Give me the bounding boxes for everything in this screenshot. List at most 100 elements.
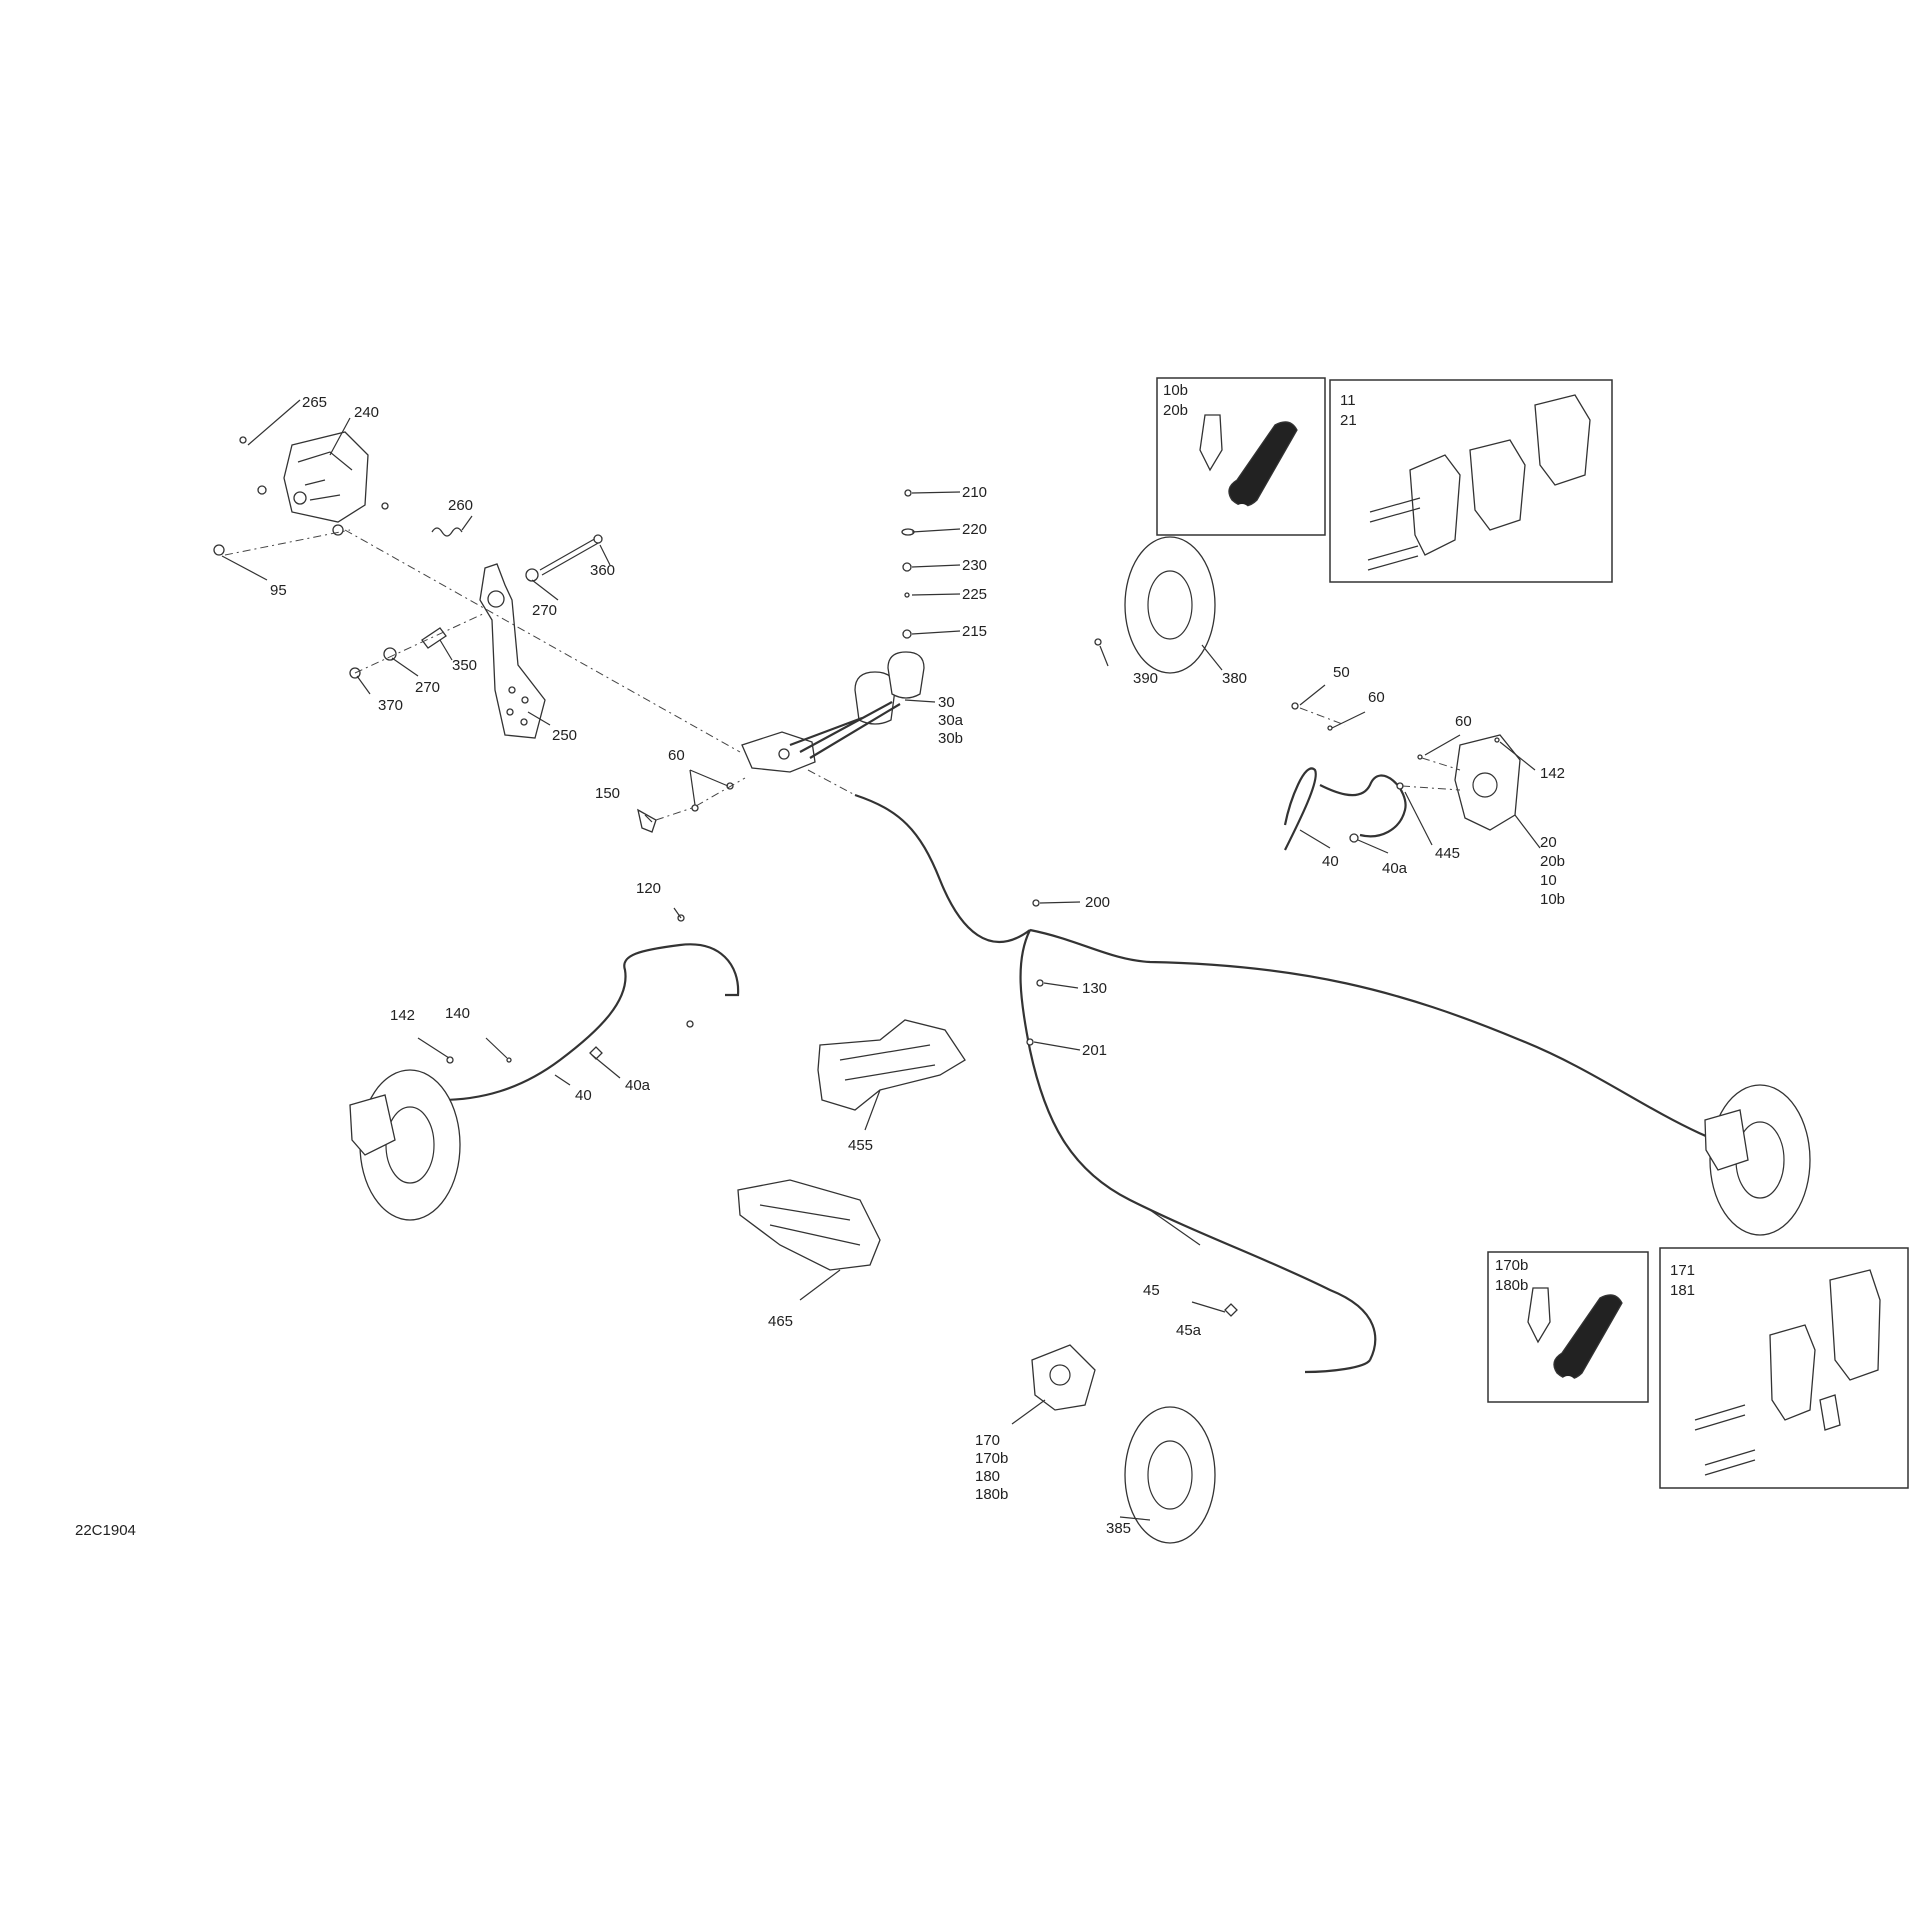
diagram-code: 22C1904 xyxy=(75,1522,136,1539)
inset-label: 170b xyxy=(1495,1257,1528,1274)
inset-pads-rear: 171 181 xyxy=(1659,1247,1909,1489)
brake-discs xyxy=(349,536,1811,1544)
callout-60: 60 xyxy=(668,747,685,764)
callout-180: 180 xyxy=(975,1468,1000,1485)
brake-pad-icon xyxy=(1534,394,1591,486)
fitting-150 xyxy=(637,808,657,833)
callout-210: 210 xyxy=(962,484,987,501)
callout-250: 250 xyxy=(552,727,577,744)
callout-215: 215 xyxy=(962,623,987,640)
brake-line-right-rear xyxy=(1029,928,1781,1162)
callout-225: 225 xyxy=(962,586,987,603)
bushing-350 xyxy=(421,627,447,649)
brake-hose-40-right xyxy=(1283,767,1407,851)
caliper-20 xyxy=(1454,734,1521,831)
inset-label: 10b xyxy=(1163,382,1188,399)
callout-170b: 170b xyxy=(975,1450,1008,1467)
callout-30b: 30b xyxy=(938,730,963,747)
callout-20b: 20b xyxy=(1540,853,1565,870)
callout-10: 10 xyxy=(1540,872,1557,889)
callout-150: 150 xyxy=(595,785,620,802)
inset-bleeder-front: 10b 20b xyxy=(1156,377,1326,536)
brake-line-40-left xyxy=(439,943,740,1102)
callout-360: 360 xyxy=(590,562,615,579)
callout-40: 40 xyxy=(1322,853,1339,870)
inset-label: 171 xyxy=(1670,1262,1695,1279)
callout-385: 385 xyxy=(1106,1520,1131,1537)
callout-50: 50 xyxy=(1333,664,1350,681)
master-cylinder-assembly xyxy=(637,489,925,833)
callout-60: 60 xyxy=(1455,713,1472,730)
leader-lines xyxy=(221,399,1541,1521)
bleeder-screw-icon xyxy=(1527,1287,1551,1344)
pedal-bracket-240 xyxy=(283,431,369,523)
callout-60: 60 xyxy=(1368,689,1385,706)
bleeder-cap-icon xyxy=(1553,1294,1623,1380)
rod-360 xyxy=(539,536,601,576)
callout-142: 142 xyxy=(390,1007,415,1024)
callout-465: 465 xyxy=(768,1313,793,1330)
brake-pad-icon xyxy=(1769,1324,1816,1421)
brake-line-201 xyxy=(1019,929,1377,1361)
callout-45: 45 xyxy=(1143,1282,1160,1299)
caliper-right-rear xyxy=(1704,1109,1749,1171)
callout-95: 95 xyxy=(270,582,287,599)
callout-140: 140 xyxy=(445,1005,470,1022)
callout-170: 170 xyxy=(975,1432,1000,1449)
pin-bolt-icon xyxy=(1694,1404,1756,1476)
pad-shim-icon xyxy=(1409,454,1461,556)
callout-30a: 30a xyxy=(938,712,964,729)
pedal-bracket-assembly xyxy=(213,431,741,753)
callout-130: 130 xyxy=(1082,980,1107,997)
callout-30: 30 xyxy=(938,694,955,711)
callout-20: 20 xyxy=(1540,834,1557,851)
callout-230: 230 xyxy=(962,557,987,574)
guard-455 xyxy=(817,1019,966,1111)
callout-40: 40 xyxy=(575,1087,592,1104)
callout-370: 370 xyxy=(378,697,403,714)
master-cylinder-body xyxy=(741,731,816,773)
guard-465 xyxy=(737,1179,881,1271)
right-front-caliper-assembly xyxy=(1283,702,1521,851)
callout-350: 350 xyxy=(452,657,477,674)
callout-270: 270 xyxy=(532,602,557,619)
callout-10b: 10b xyxy=(1540,891,1565,908)
inset-label: 11 xyxy=(1340,392,1356,409)
inset-label: 180b xyxy=(1495,1277,1528,1294)
inset-pads-front: 11 21 xyxy=(1329,379,1613,583)
callout-445: 445 xyxy=(1435,845,1460,862)
caliper-170 xyxy=(1031,1344,1096,1411)
callout-120: 120 xyxy=(636,880,661,897)
callout-40a: 40a xyxy=(1382,860,1408,877)
bleeder-cap-icon xyxy=(1228,421,1298,507)
brake-pad-icon xyxy=(1469,439,1526,531)
callout-40a: 40a xyxy=(625,1077,651,1094)
callout-390: 390 xyxy=(1133,670,1158,687)
callout-180b: 180b xyxy=(975,1486,1008,1503)
callout-240: 240 xyxy=(354,404,379,421)
main-brake-line xyxy=(854,793,1031,943)
callout-455: 455 xyxy=(848,1137,873,1154)
callout-142: 142 xyxy=(1540,765,1565,782)
callout-260: 260 xyxy=(448,497,473,514)
callout-45a: 45a xyxy=(1176,1322,1202,1339)
callout-200: 200 xyxy=(1085,894,1110,911)
callout-220: 220 xyxy=(962,521,987,538)
brake-lines xyxy=(390,793,1781,1374)
brake-line-45 xyxy=(1304,1359,1371,1374)
callout-201: 201 xyxy=(1082,1042,1107,1059)
disc-380 xyxy=(1124,536,1216,674)
callout-270: 270 xyxy=(415,679,440,696)
inset-label: 20b xyxy=(1163,402,1188,419)
brake-pad-icon xyxy=(1829,1269,1881,1381)
callout-380: 380 xyxy=(1222,670,1247,687)
inset-label: 181 xyxy=(1670,1282,1695,1299)
pad-shim-icon xyxy=(1819,1394,1841,1431)
inset-bleeder-rear: 170b 180b xyxy=(1487,1251,1649,1403)
guard-plates xyxy=(737,1019,966,1271)
callout-labels: 265 240 95 260 360 270 350 270 370 250 2… xyxy=(75,394,1565,1539)
caliper-left-front xyxy=(349,1094,396,1156)
bleeder-screw-icon xyxy=(1199,414,1223,472)
spring-260 xyxy=(431,527,463,537)
